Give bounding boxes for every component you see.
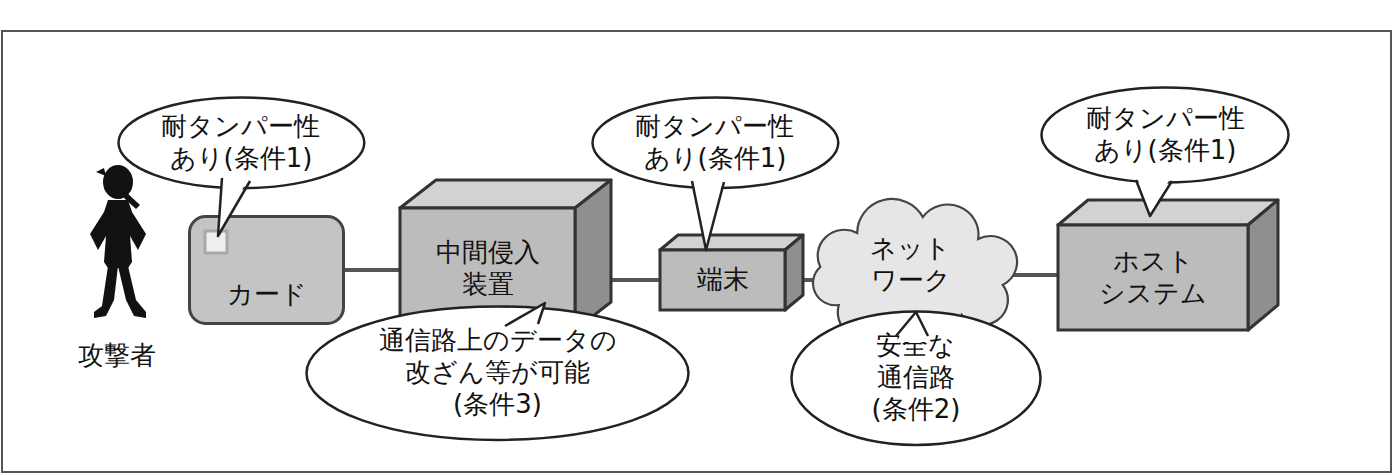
node-text: 安全な 通信路(条件2) (872, 330, 961, 425)
tail-outline (692, 181, 724, 250)
callout-bubble: 耐タンパー性 あり(条件1) (117, 96, 366, 190)
tail-outline (896, 312, 928, 336)
callout-tail (505, 303, 545, 332)
callout-tail (896, 312, 928, 342)
text-holder: 安全な 通信路(条件2) (790, 310, 1042, 446)
node-text: 通信路上のデータの 改ざん等が可能(条件3) (379, 325, 617, 420)
card-chip (205, 231, 227, 253)
card-box: カード (188, 215, 345, 325)
text-holder: ホスト システム (1058, 225, 1248, 330)
outer-frame (2, 31, 1391, 472)
node-text: 耐タンパー性 あり(条件1) (1086, 103, 1245, 166)
node-text: 耐タンパー性 あり(条件1) (161, 111, 320, 174)
box-side (1248, 200, 1278, 330)
box-front (1058, 225, 1248, 330)
tail-fill (218, 172, 250, 236)
bubble-ellipse (307, 306, 689, 439)
attacker-figure (90, 165, 146, 318)
bubble-ellipse (592, 98, 838, 189)
actor-label: 攻撃者 (78, 338, 156, 373)
callout-tail (218, 172, 250, 236)
box-top (1058, 200, 1278, 225)
tail-fill (896, 312, 928, 342)
text-holder: 通信路上のデータの 改ざん等が可能(条件3) (305, 305, 690, 441)
callout-tail (1136, 174, 1172, 216)
text-holder: 端末 (660, 250, 785, 310)
text-holder: カード (188, 215, 345, 325)
bubble-ellipse (792, 311, 1041, 444)
node-text: 耐タンパー性 あり(条件1) (635, 111, 794, 174)
box-side (785, 235, 803, 310)
bubble-ellipse (1042, 88, 1289, 183)
callout-bubble: 耐タンパー性 あり(条件1) (591, 96, 840, 190)
box-top (660, 235, 803, 250)
text-holder: 耐タンパー性 あり(条件1) (1040, 86, 1290, 184)
text-holder: 中間侵入 装置 (400, 208, 575, 330)
network-cloud: ネット ワーク (808, 205, 1013, 325)
card-body (190, 217, 344, 324)
text-holder: 耐タンパー性 あり(条件1) (591, 96, 840, 190)
callout-bubble: 安全な 通信路(条件2) (790, 310, 1042, 446)
tail-outline (1136, 180, 1172, 216)
text-holder: ネット ワーク (808, 205, 1013, 325)
node-text: ネット ワーク (870, 233, 951, 296)
text-holder: 耐タンパー性 あり(条件1) (117, 96, 366, 190)
box-front (660, 250, 785, 310)
tail-outline (218, 178, 250, 236)
terminal-box: 端末 (660, 250, 785, 310)
callout-tail (692, 175, 724, 250)
node-text: ホスト システム (1099, 246, 1207, 309)
tail-fill (1136, 174, 1172, 216)
bubble-ellipse (118, 98, 364, 189)
callout-bubble: 耐タンパー性 あり(条件1) (1040, 86, 1290, 184)
box-side (575, 180, 611, 330)
node-text: 端末 (697, 264, 749, 296)
node-text: 中間侵入 装置 (436, 237, 540, 300)
host-box: ホスト システム (1058, 225, 1248, 330)
node-text: カード (227, 279, 307, 311)
device-box: 中間侵入 装置 (400, 208, 575, 330)
tail-outline (505, 303, 545, 326)
callout-bubble: 通信路上のデータの 改ざん等が可能(条件3) (305, 305, 690, 441)
tail-fill (692, 175, 724, 250)
tail-fill (505, 303, 545, 332)
